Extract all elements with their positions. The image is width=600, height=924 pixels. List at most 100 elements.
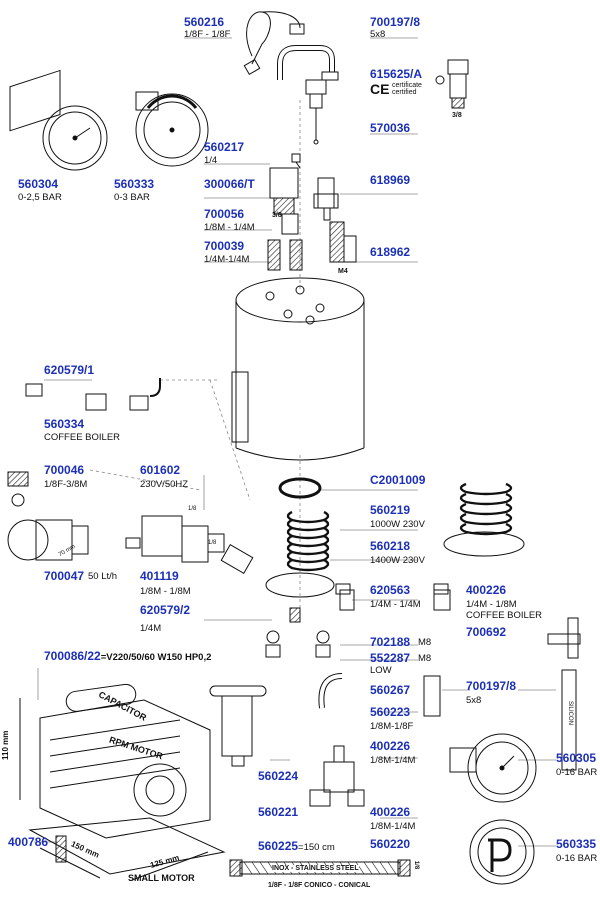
part-code-618962: 618962 xyxy=(370,245,411,259)
part-code-620579-2: 620579/2 xyxy=(140,603,191,617)
part-code-700086-22: 700086/22 xyxy=(44,649,101,663)
braided-hose-560225 xyxy=(229,859,411,877)
part-spec-700086-22: =V220/50/60 W150 HP0,2 xyxy=(100,652,212,663)
hose-caption: 1/8F - 1/8F CONICO - CONICAL xyxy=(268,882,371,889)
part-code-560221: 560221 xyxy=(258,805,299,819)
valve-port-1: 1/8 xyxy=(188,506,197,512)
small-motor-label: SMALL MOTOR xyxy=(128,873,195,883)
part-size-300066t: 3/8 xyxy=(272,212,282,219)
part-spec-400226-c: 1/8M-1/4M xyxy=(370,821,416,832)
fitting-stack xyxy=(267,153,303,271)
part-code-700692: 700692 xyxy=(466,625,507,639)
part-code-560218: 560218 xyxy=(370,539,411,553)
part-label-560225: 560225=150 cm xyxy=(258,838,335,854)
part-size-618962: M4 xyxy=(338,268,348,275)
part-spec2-400226-a: COFFEE BOILER xyxy=(466,610,543,621)
boiler-body xyxy=(231,277,365,461)
gauge-560305 xyxy=(449,733,537,803)
part-code-400226-c: 400226 xyxy=(370,805,411,819)
part-code-560216: 560216 xyxy=(184,15,225,29)
part-code-615625a: 615625/A xyxy=(370,67,423,81)
part-spec-560305: 0-16 BAR xyxy=(556,767,598,778)
pump-700047 xyxy=(7,493,89,561)
dimension-110: 110 mm xyxy=(1,730,10,760)
ce-mark-icon: CE xyxy=(370,81,390,97)
part-code-700197-8-top: 700197/8 xyxy=(370,15,421,29)
part-spec-620563: 1/4M - 1/4M xyxy=(370,599,421,610)
solenoid-601602 xyxy=(125,515,225,563)
part-code-570036: 570036 xyxy=(370,121,411,135)
part-code-700056: 700056 xyxy=(204,207,245,221)
part-spec2-552287: LOW xyxy=(370,665,392,676)
part-code-700046: 700046 xyxy=(44,463,85,477)
part-spec-700039: 1/4M-1/4M xyxy=(204,254,250,265)
part-spec-700056: 1/8M - 1/4M xyxy=(204,222,255,233)
hose-label: INOX - STAINLESS STEEL xyxy=(272,865,359,872)
motor-700086 xyxy=(28,683,226,875)
heating-element-560219 xyxy=(443,482,525,557)
part-spec-560334: COFFEE BOILER xyxy=(44,432,121,443)
gauge-560335 xyxy=(469,819,535,885)
part-560224 xyxy=(209,685,267,767)
part-spec-560218: 1400W 230V xyxy=(370,555,425,566)
part-spec-560219: 1000W 230V xyxy=(370,519,425,530)
gauge-560333 xyxy=(135,91,209,167)
part-spec-700047: 50 Lt/h xyxy=(88,571,118,582)
part-spec-700197-8-top: 5x8 xyxy=(370,29,386,40)
part-spec-400226-a: 1/4M - 1/8M xyxy=(466,599,517,610)
part-spec-700046: 1/8F-3/8M xyxy=(44,479,88,490)
part-code-560217: 560217 xyxy=(204,140,245,154)
part-code-560335: 560335 xyxy=(556,837,597,851)
part-spec-702188: M8 xyxy=(418,637,432,648)
part-code-700197-8-low: 700197/8 xyxy=(466,679,517,693)
part-spec-560217: 1/4 xyxy=(204,155,218,166)
part-code-700039: 700039 xyxy=(204,239,245,253)
part-code-620563: 620563 xyxy=(370,583,411,597)
part-code-560334: 560334 xyxy=(44,417,85,431)
part-code-560304: 560304 xyxy=(18,177,59,191)
part-code-401119: 401119 xyxy=(140,569,179,583)
heating-element-560218 xyxy=(265,510,335,623)
part-code-702188: 702188 xyxy=(370,635,411,649)
part-code-601602: 601602 xyxy=(140,463,181,477)
leader-lines xyxy=(34,37,556,847)
part-code-560225: 560225 xyxy=(258,839,299,853)
part-code-560220: 560220 xyxy=(370,837,411,851)
part-spec-601602: 230V/50HZ xyxy=(140,479,189,490)
part-code-560333: 560333 xyxy=(114,177,155,191)
silicon-label: SILICON xyxy=(567,700,574,726)
part-code-560219: 560219 xyxy=(370,503,411,517)
part-code-300066t: 300066/T xyxy=(204,177,255,191)
part-spec-560225: =150 cm xyxy=(298,842,335,853)
part-size-615625a: 3/8 xyxy=(452,112,462,119)
part-spec-552287: M8 xyxy=(418,653,432,664)
part-spec-560333: 0-3 BAR xyxy=(114,192,150,203)
part-spec-620579-2: 1/4M xyxy=(140,623,162,634)
part-code-552287: 552287 xyxy=(370,651,411,665)
part-code-560224: 560224 xyxy=(258,769,299,783)
gauge-560304 xyxy=(9,69,108,171)
part-code-700047: 700047 xyxy=(44,569,85,583)
part-spec-560304: 0-2,5 BAR xyxy=(18,192,62,203)
part-label-700086-22: 700086/22=V220/50/60 W150 HP0,2 xyxy=(44,648,211,664)
part-code-400226-b: 400226 xyxy=(370,739,411,753)
part-code-c2001009: C2001009 xyxy=(370,473,426,487)
part-spec-700197-8-low: 5x8 xyxy=(466,695,482,706)
part-spec-400226-b: 1/8M-1/4M xyxy=(370,755,416,766)
part-spec-560216: 1/8F - 1/8F xyxy=(184,29,231,40)
part-code-560223: 560223 xyxy=(370,705,411,719)
part-spec-401119: 1/8M - 1/8M xyxy=(140,586,191,597)
part-code-560305: 560305 xyxy=(556,751,597,765)
part-code-400226-a: 400226 xyxy=(466,583,507,597)
valve-port-2: 1/8 xyxy=(208,540,217,546)
part-code-620579-1: 620579/1 xyxy=(44,363,95,377)
part-code-560267: 560267 xyxy=(370,683,411,697)
part-code-618969: 618969 xyxy=(370,173,411,187)
part-code-400786: 400786 xyxy=(8,835,49,849)
part-spec-560335: 0-16 BAR xyxy=(556,853,598,864)
part-spec-560223: 1/8M-1/8F xyxy=(370,721,414,732)
certificate-text: certificate certified xyxy=(392,82,422,96)
hose-end-size: 1/8 xyxy=(413,860,420,870)
